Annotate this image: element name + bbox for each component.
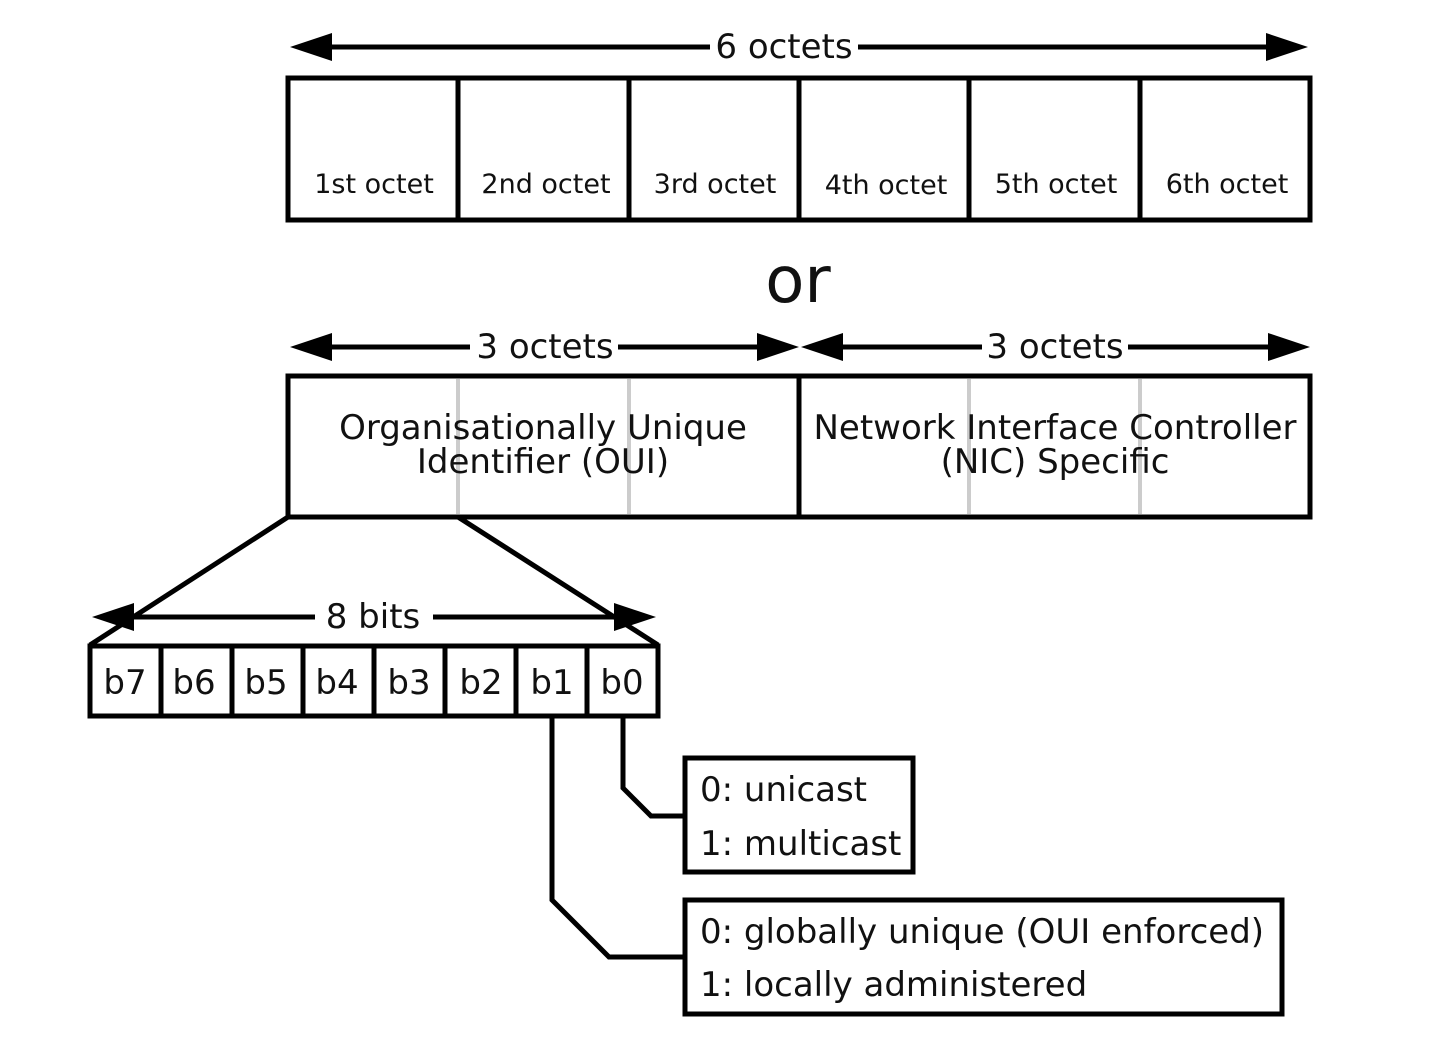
b1-legend-box bbox=[682, 897, 1285, 1017]
eight-bits-label: 8 bits bbox=[326, 597, 421, 637]
bit-b1-label: b1 bbox=[530, 663, 573, 703]
bit-b3-label: b3 bbox=[387, 663, 430, 703]
arrow-left-icon bbox=[290, 33, 332, 61]
or-separator: or bbox=[765, 244, 831, 318]
six-octets-label: 6 octets bbox=[715, 27, 852, 67]
octet-6-label: 6th octet bbox=[1166, 169, 1289, 200]
arrow-left-icon bbox=[801, 333, 843, 361]
arrow-right-icon bbox=[1268, 333, 1310, 361]
octet-4-label: 4th octet bbox=[825, 170, 948, 201]
octet-3-label: 3rd octet bbox=[654, 169, 777, 200]
nic-span-arrow bbox=[801, 333, 1310, 361]
bit-b0-label: b0 bbox=[600, 663, 643, 703]
octet-row bbox=[285, 75, 1313, 223]
oui-span-arrow bbox=[290, 333, 799, 361]
nic-label-line-2: (NIC) Specific bbox=[941, 442, 1170, 482]
nic-octets-label: 3 octets bbox=[986, 327, 1123, 367]
arrow-left-icon bbox=[92, 603, 134, 631]
bit-row bbox=[87, 643, 661, 719]
oui-nic-row bbox=[285, 373, 1313, 520]
six-octets-span-arrow bbox=[290, 33, 1308, 61]
b0-connector bbox=[620, 716, 686, 819]
oui-label-line-1: Organisationally Unique bbox=[339, 408, 747, 448]
bit-b4-label: b4 bbox=[315, 663, 358, 703]
bit-b5-label: b5 bbox=[244, 663, 287, 703]
b0-legend-box bbox=[682, 755, 916, 875]
nic-label-line-1: Network Interface Controller bbox=[813, 408, 1296, 448]
b1-connector bbox=[549, 716, 686, 960]
arrow-right-icon bbox=[757, 333, 799, 361]
oui-label-line-2: Identifier (OUI) bbox=[417, 442, 669, 482]
b0-legend-line-2: 1: multicast bbox=[700, 824, 901, 864]
arrow-right-icon bbox=[1266, 33, 1308, 61]
octet-1-label: 1st octet bbox=[314, 169, 434, 200]
octet-5-label: 5th octet bbox=[995, 169, 1118, 200]
bit-b7-label: b7 bbox=[103, 663, 146, 703]
b1-legend-line-2: 1: locally administered bbox=[700, 965, 1087, 1005]
oui-octets-label: 3 octets bbox=[476, 327, 613, 367]
b0-legend-line-1: 0: unicast bbox=[700, 770, 867, 810]
arrow-right-icon bbox=[614, 603, 656, 631]
eight-bits-span-arrow bbox=[92, 603, 656, 631]
bit-b2-label: b2 bbox=[459, 663, 502, 703]
octet-2-label: 2nd octet bbox=[481, 169, 610, 200]
b1-legend-line-1: 0: globally unique (OUI enforced) bbox=[700, 912, 1264, 952]
arrow-left-icon bbox=[290, 333, 332, 361]
bit-b6-label: b6 bbox=[172, 663, 215, 703]
